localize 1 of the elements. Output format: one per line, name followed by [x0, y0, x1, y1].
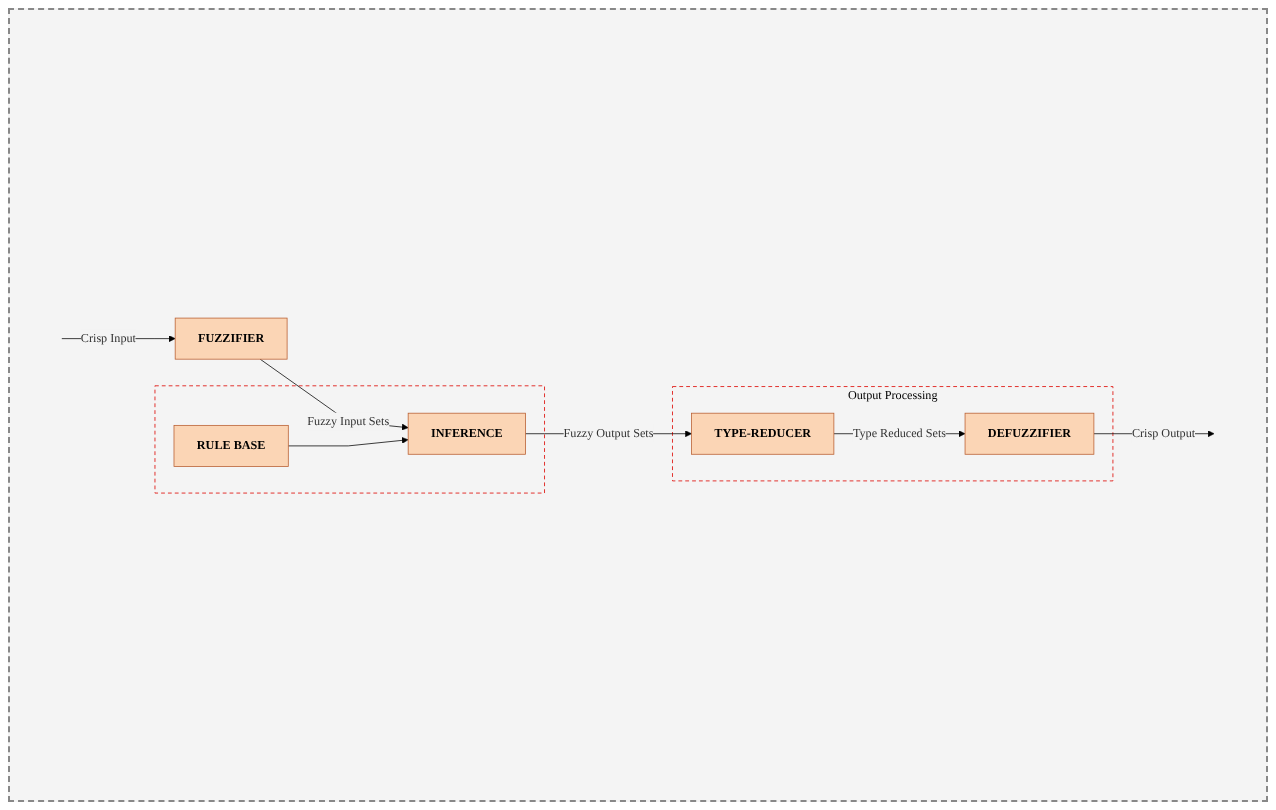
cluster — [154, 384, 545, 493]
